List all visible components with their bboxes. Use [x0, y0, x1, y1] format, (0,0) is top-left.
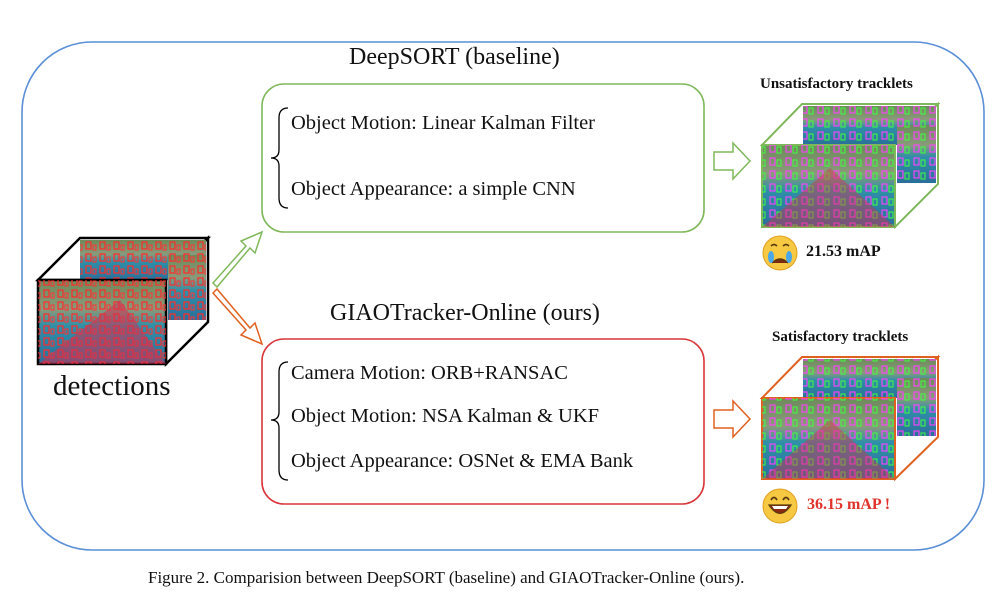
ours-item-camera-motion: Camera Motion: ORB+RANSAC [291, 362, 568, 384]
arrow-ours-result [713, 399, 752, 439]
crying-face-icon [762, 235, 798, 271]
arrow-to-ours [211, 287, 264, 346]
baseline-item-motion: Object Motion: Linear Kalman Filter [291, 112, 596, 134]
ours-item-appearance: Object Appearance: OSNet & EMA Bank [291, 450, 634, 472]
ours-brace [270, 361, 289, 481]
arrow-baseline-result [713, 141, 752, 181]
baseline-title: DeepSORT (baseline) [349, 44, 560, 70]
arrow-to-baseline [211, 230, 264, 289]
baseline-item-appearance: Object Appearance: a simple CNN [291, 178, 576, 200]
outer-frame [21, 41, 985, 551]
ours-method-box [261, 338, 705, 505]
ours-result-label: Satisfactory tracklets [772, 329, 909, 345]
ours-tracklets-cube [759, 354, 941, 482]
ours-score: 36.15 mAP ! [807, 496, 891, 513]
ours-item-object-motion: Object Motion: NSA Kalman & UKF [291, 405, 600, 427]
grinning-face-icon [762, 488, 798, 524]
baseline-tracklets-cube [759, 101, 941, 230]
figure-caption: Figure 2. Comparision between DeepSORT (… [148, 568, 745, 587]
detections-cube [34, 234, 212, 368]
baseline-result-label: Unsatisfactory tracklets [760, 76, 913, 92]
baseline-method-box [261, 83, 705, 233]
baseline-score: 21.53 mAP [806, 243, 881, 260]
baseline-brace [270, 107, 289, 209]
ours-title: GIAOTracker-Online (ours) [330, 300, 600, 326]
detections-label: detections [53, 370, 171, 402]
